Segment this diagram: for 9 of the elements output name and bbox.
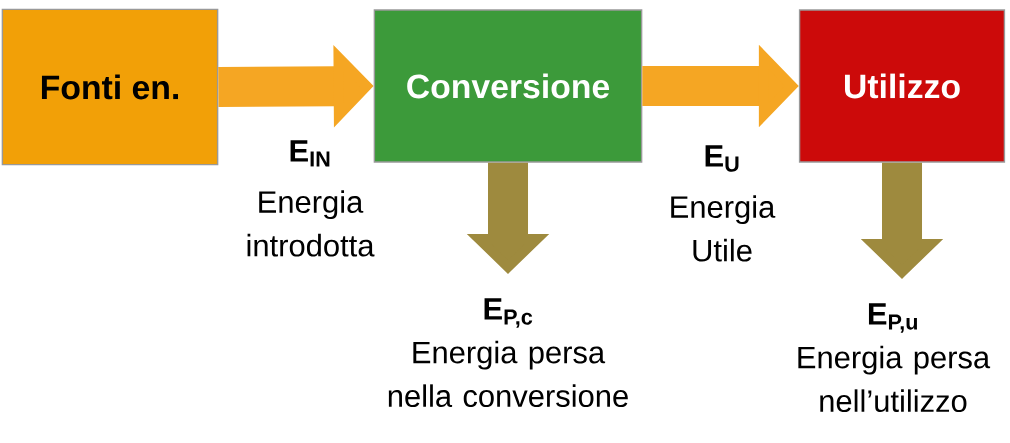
process-box: Fonti en.	[1, 8, 219, 166]
energy-label: Energia Utile	[671, 195, 776, 262]
energy-label: E$_{U}$	[705, 145, 739, 172]
energy-loss-text: E$_{P,u}$ Energia persa nell’utilizzo	[798, 303, 991, 413]
energy-label: E$_{IN}$	[290, 140, 330, 167]
process-box: Utilizzo	[798, 9, 1006, 163]
process-box: Conversione	[373, 9, 643, 163]
energy-loss-text: E$_{P,c}$ Energia persa nella conversione	[388, 298, 628, 408]
energy-label: Energia introdotta	[247, 190, 375, 257]
